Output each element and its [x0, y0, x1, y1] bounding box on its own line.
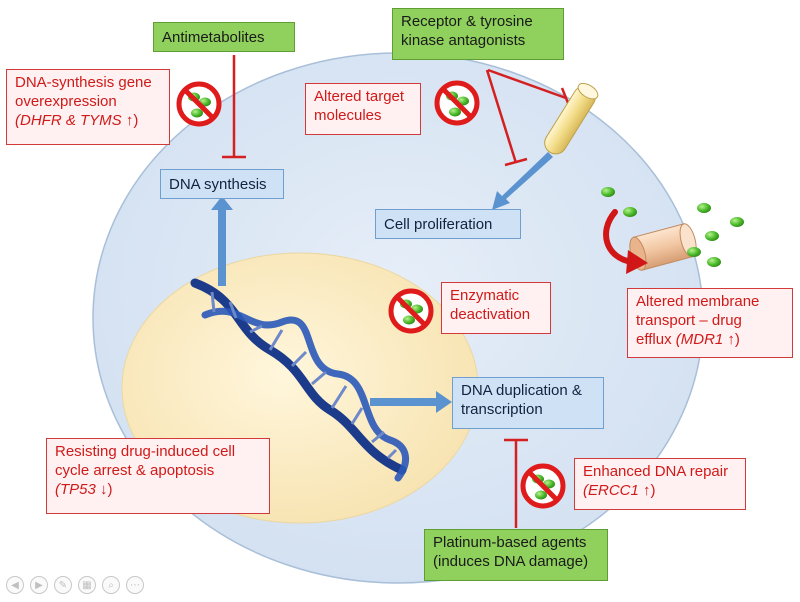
- dna-repair-box: Enhanced DNA repair (ERCC1 ↑): [574, 458, 746, 510]
- gene-close-paren: ): [734, 331, 740, 348]
- gene-close-paren: ): [107, 481, 113, 498]
- up-arrow-icon: ↑: [125, 112, 134, 129]
- receptor-antagonists-box: Receptor & tyrosine kinase antagonists: [392, 8, 564, 60]
- platinum-label-line1: Platinum-based agents: [433, 534, 587, 551]
- membrane-line1: Altered membrane: [636, 293, 760, 310]
- dna-strand-b: [201, 307, 409, 482]
- platinum-label-line2: (induces DNA damage): [433, 553, 589, 570]
- gene-tp53: (TP53: [55, 481, 96, 498]
- dna-helix: [190, 278, 409, 482]
- antimetabolites-label: Antimetabolites: [162, 29, 265, 46]
- receptor: [544, 82, 599, 155]
- more-icon[interactable]: ⋯: [126, 576, 144, 594]
- dna-duplication-line2: transcription: [461, 401, 543, 418]
- gene-close-paren: ): [133, 112, 139, 129]
- arrow-dna-to-duplication: [370, 391, 452, 413]
- receptor-label-line2: kinase antagonists: [401, 32, 526, 49]
- zoom-icon[interactable]: ⌕: [102, 576, 120, 594]
- inhibition-lines: [222, 55, 572, 528]
- dna-repair-line1: Enhanced DNA repair: [583, 463, 729, 480]
- dna-repair-line2: (ERCC1 ↑): [583, 481, 737, 500]
- dna-base-pairs: [210, 291, 398, 460]
- no-entry-icon: [434, 80, 480, 126]
- efflux-word: efflux: [636, 331, 676, 348]
- altered-membrane-box: Altered membrane transport – drug efflux…: [627, 288, 793, 358]
- cell-proliferation-label: Cell proliferation: [384, 216, 493, 233]
- dna-synthesis-gene-line3: (DHFR & TYMS ↑): [15, 111, 161, 130]
- slide-nav-toolbar: ◀ ▶ ✎ ▦ ⌕ ⋯: [6, 576, 144, 594]
- up-arrow-icon: ↑: [727, 331, 735, 348]
- altered-target-box: Altered target molecules: [305, 83, 421, 135]
- dna-synthesis-gene-line2: overexpression: [15, 93, 117, 110]
- slides-icon[interactable]: ▦: [78, 576, 96, 594]
- extracellular-drug-pills: [601, 187, 744, 267]
- gene-ercc1: (ERCC1: [583, 482, 639, 499]
- dna-synthesis-gene-box: DNA-synthesis gene overexpression (DHFR …: [6, 69, 170, 145]
- platinum-agents-box: Platinum-based agents (induces DNA damag…: [424, 529, 608, 581]
- blocked-drug-symbols: [176, 80, 566, 509]
- dna-synthesis-gene-line1: DNA-synthesis gene: [15, 74, 152, 91]
- forward-icon[interactable]: ▶: [30, 576, 48, 594]
- antimetabolites-box: Antimetabolites: [153, 22, 295, 52]
- dna-synthesis-box: DNA synthesis: [160, 169, 284, 199]
- enzymatic-line1: Enzymatic: [450, 287, 520, 304]
- dna-synthesis-label: DNA synthesis: [169, 176, 267, 193]
- receptor-label-line1: Receptor & tyrosine: [401, 13, 533, 30]
- efflux-arrow-head: [626, 250, 648, 274]
- arrow-dna-to-synthesis: [211, 196, 233, 286]
- membrane-line3: efflux (MDR1 ↑): [636, 330, 784, 349]
- altered-target-line2: molecules: [314, 107, 382, 124]
- no-entry-icon: [176, 81, 222, 127]
- no-entry-icon: [388, 288, 434, 334]
- pen-icon[interactable]: ✎: [54, 576, 72, 594]
- gene-mdr1: (MDR1: [675, 331, 724, 348]
- up-arrow-icon: ↑: [643, 482, 651, 499]
- resisting-line3: (TP53 ↓): [55, 480, 261, 499]
- no-entry-icon: [520, 463, 566, 509]
- altered-target-line1: Altered target: [314, 88, 405, 105]
- back-icon[interactable]: ◀: [6, 576, 24, 594]
- cell-proliferation-box: Cell proliferation: [375, 209, 521, 239]
- resisting-line2: cycle arrest & apoptosis: [55, 462, 215, 479]
- membrane-line2: transport – drug: [636, 312, 742, 329]
- efflux-arrow: [603, 209, 635, 265]
- enzymatic-deactivation-box: Enzymatic deactivation: [441, 282, 551, 334]
- down-arrow-icon: ↓: [100, 481, 108, 498]
- dna-duplication-box: DNA duplication & transcription: [452, 377, 604, 429]
- arrow-receptor-to-proliferation: [492, 152, 553, 210]
- enzymatic-line2: deactivation: [450, 306, 531, 323]
- flow-arrows: [211, 152, 553, 413]
- dna-duplication-line1: DNA duplication &: [461, 382, 582, 399]
- resisting-apoptosis-box: Resisting drug-induced cell cycle arrest…: [46, 438, 270, 514]
- gene-dhfr-tyms: (DHFR & TYMS: [15, 112, 122, 129]
- efflux-pump: [629, 223, 697, 271]
- resisting-line1: Resisting drug-induced cell: [55, 443, 236, 460]
- gene-close-paren: ): [650, 482, 656, 499]
